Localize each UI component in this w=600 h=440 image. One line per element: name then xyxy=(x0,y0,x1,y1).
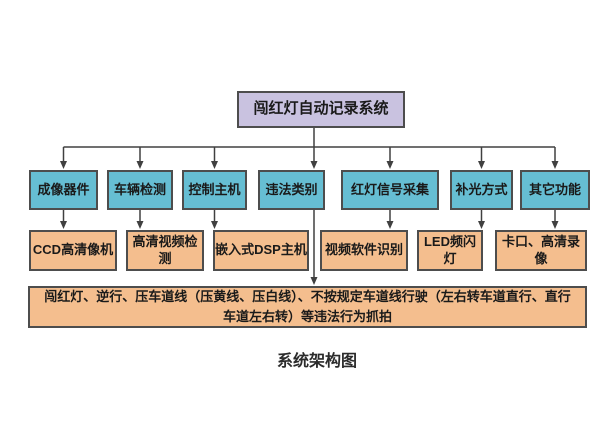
node-embedded-dsp-host: 嵌入式DSP主机 xyxy=(213,230,309,271)
connector-modules-to-devices xyxy=(60,210,559,229)
connector-violation-to-note xyxy=(310,210,318,285)
node-ccd-hd-camera: CCD高清像机 xyxy=(29,230,117,271)
node-vehicle-detection: 车辆检测 xyxy=(107,170,173,210)
node-system-title: 闯红灯自动记录系统 xyxy=(237,91,405,128)
connector-bus-to-modules xyxy=(60,147,559,169)
node-control-host: 控制主机 xyxy=(182,170,247,210)
node-led-strobe-light: LED频闪灯 xyxy=(417,230,483,271)
connector-root-to-bus xyxy=(63,128,555,148)
node-violation-capture-note: 闯红灯、逆行、压车道线（压黄线、压白线）、不按规定车道线行驶（左右转车道直行、直… xyxy=(28,286,587,328)
node-checkpoint-hd-recording: 卡口、高清录像 xyxy=(495,230,587,271)
node-hd-video-detection: 高清视频检测 xyxy=(126,230,204,271)
node-video-software-recognition: 视频软件识别 xyxy=(320,230,408,271)
node-red-light-signal-collection: 红灯信号采集 xyxy=(341,170,439,210)
node-violation-type: 违法类别 xyxy=(258,170,325,210)
node-other-functions: 其它功能 xyxy=(520,170,590,210)
diagram-caption: 系统架构图 xyxy=(276,353,358,370)
node-imaging-component: 成像器件 xyxy=(29,170,98,210)
node-fill-light-mode: 补光方式 xyxy=(450,170,513,210)
